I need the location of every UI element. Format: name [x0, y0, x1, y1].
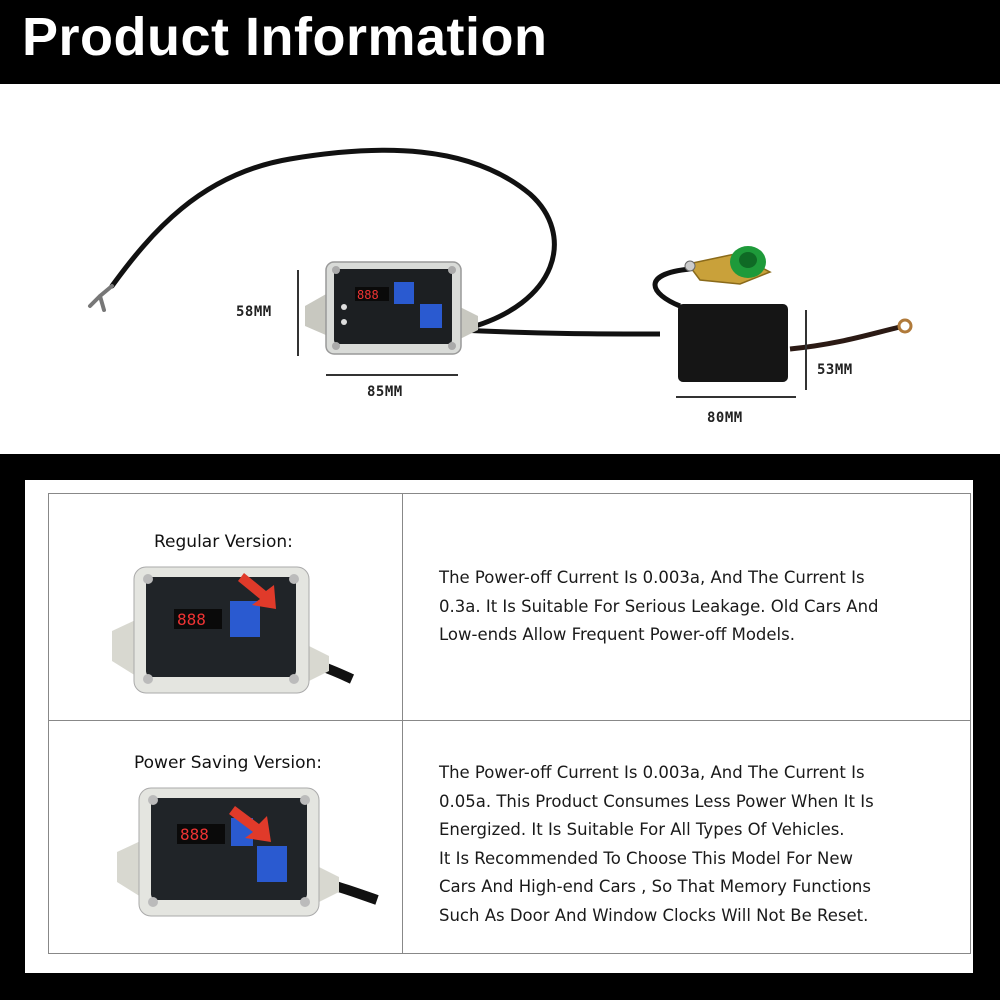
table-divider-vertical [402, 494, 403, 953]
desc-line: It Is Recommended To Choose This Model F… [439, 848, 853, 868]
clamp-wire [652, 266, 691, 309]
table-divider-horizontal [49, 720, 970, 721]
desc-line: 0.3a. It Is Suitable For Serious Leakage… [439, 596, 879, 616]
header-bar: Product Information [0, 0, 1000, 84]
dim-main-height: 58MM [236, 304, 272, 320]
desc-line: Energized. It Is Suitable For All Types … [439, 820, 845, 839]
battery-clamp [684, 246, 772, 285]
versions-table: Regular Version: 888 The Power-off Curre… [48, 493, 971, 954]
power-saving-version-title: Power Saving Version: [134, 753, 323, 773]
ring-terminal [897, 318, 913, 334]
dim-switch-width: 80MM [707, 410, 743, 426]
svg-text:888: 888 [177, 610, 206, 629]
desc-line: 0.05a. This Product Consumes Less Power … [439, 791, 874, 811]
product-photo-panel: 888 58MM 85MM 53MM 80MM [0, 84, 1000, 454]
regular-version-description: The Power-off Current Is 0.003a, And The… [439, 564, 879, 650]
power-saving-version-description: The Power-off Current Is 0.003a, And The… [439, 759, 874, 930]
fork-terminal [88, 284, 114, 312]
product-illustration: 888 [88, 147, 913, 398]
svg-text:888: 888 [180, 825, 209, 844]
main-controller-box: 888 [305, 261, 478, 355]
dim-switch-height: 53MM [817, 362, 853, 378]
desc-line: The Power-off Current Is 0.003a, And The… [439, 763, 865, 782]
dim-main-width: 85MM [367, 384, 403, 400]
regular-version-image: 888 [112, 566, 354, 694]
desc-line: Low-ends Allow Frequent Power-off Models… [439, 625, 795, 644]
desc-line: The Power-off Current Is 0.003a, And The… [439, 568, 865, 587]
desc-line: Cars And High-end Cars , So That Memory … [439, 877, 871, 896]
page-title: Product Information [22, 7, 548, 67]
black-wire [109, 147, 557, 332]
switch-box [678, 304, 788, 382]
regular-version-title: Regular Version: [154, 532, 293, 552]
versions-panel: Regular Version: 888 The Power-off Curre… [25, 480, 973, 973]
svg-text:888: 888 [357, 288, 379, 302]
desc-line: Such As Door And Window Clocks Will Not … [439, 905, 869, 925]
connect-wire [459, 327, 661, 337]
power-saving-version-image: 888 [117, 787, 379, 917]
